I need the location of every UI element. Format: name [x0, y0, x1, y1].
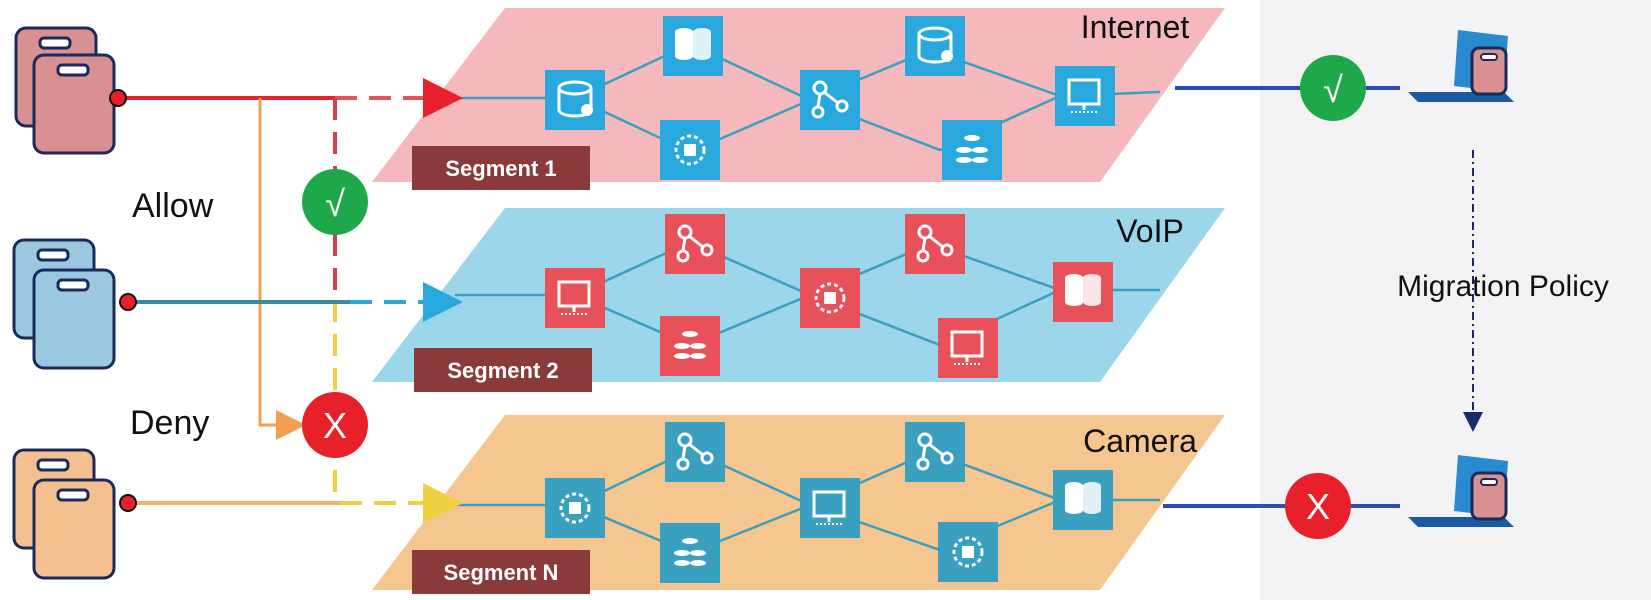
disk-icon: [660, 120, 720, 180]
plane-voip: VoIP Segment 2: [372, 208, 1225, 392]
router-icon: [800, 70, 860, 130]
device-icon: [32, 53, 116, 155]
deny-mark-left: X: [302, 392, 368, 458]
router-icon: [665, 422, 725, 482]
deny-label: Deny: [130, 404, 209, 442]
plane-title-camera: Camera: [1083, 423, 1197, 459]
port-dot: [119, 494, 137, 512]
storage-icon: [660, 316, 720, 376]
disk-icon: [800, 268, 860, 328]
disk-icon: [938, 522, 998, 582]
database-icon: [545, 70, 605, 130]
server-icon: [800, 478, 860, 538]
segment-label-n: Segment N: [444, 560, 559, 585]
storage-icon: [663, 16, 723, 76]
router-icon: [905, 422, 965, 482]
storage-icon: [1053, 262, 1113, 322]
storage-icon: [942, 120, 1002, 180]
segment-label-1: Segment 1: [445, 156, 556, 181]
plane-camera: Camera Segment N: [372, 415, 1225, 594]
plane-internet: Internet Segment 1: [372, 8, 1225, 190]
port-dot: [119, 293, 137, 311]
storage-icon: [660, 523, 720, 583]
router-icon: [905, 214, 965, 274]
disk-icon: [545, 478, 605, 538]
device-icon: [32, 268, 116, 370]
segment-badge-2: [414, 348, 592, 392]
database-icon: [905, 16, 965, 76]
server-icon: [938, 318, 998, 378]
segment-badge-n: [412, 550, 590, 594]
plane-surface: [372, 208, 1225, 382]
cross-icon: X: [1306, 486, 1330, 527]
server-icon: [1055, 66, 1115, 126]
device-voip[interactable]: [12, 238, 137, 370]
cross-icon: X: [323, 405, 347, 446]
router-icon: [665, 214, 725, 274]
plane-title-voip: VoIP: [1116, 213, 1184, 249]
segment-label-2: Segment 2: [447, 358, 558, 383]
allow-mark-left: √: [302, 169, 368, 235]
check-icon: √: [1323, 69, 1343, 110]
storage-icon: [1053, 470, 1113, 530]
migration-policy-label: Migration Policy: [1397, 270, 1609, 303]
deny-mark-right: X: [1285, 473, 1351, 539]
plane-surface: [372, 415, 1225, 590]
segment-badge-1: [412, 146, 590, 190]
device-internet[interactable]: [14, 26, 127, 155]
check-icon: √: [325, 183, 345, 224]
device-camera[interactable]: [12, 448, 137, 580]
device-icon: [32, 478, 116, 580]
port-dot: [109, 89, 127, 107]
server-icon: [545, 268, 605, 328]
plane-title-internet: Internet: [1081, 9, 1190, 45]
allow-label: Allow: [132, 187, 214, 225]
allow-mark-right: √: [1300, 55, 1366, 121]
